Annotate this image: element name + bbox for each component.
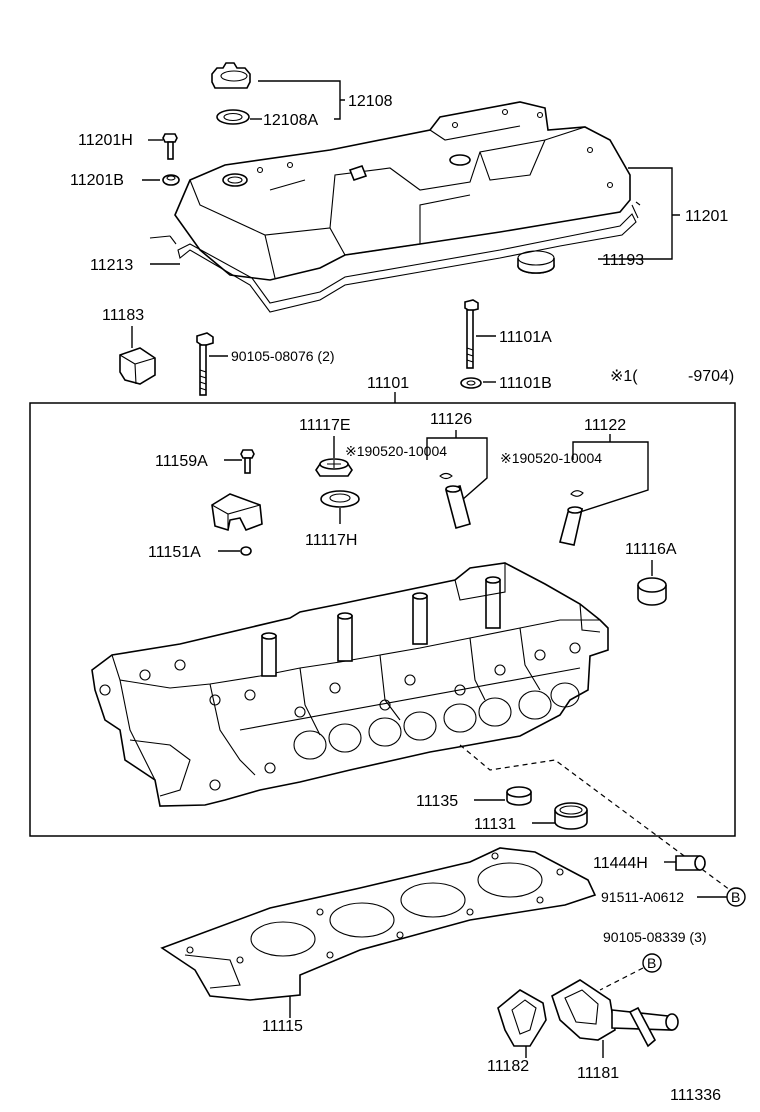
label-11135: 11135 [416,793,458,810]
label-11159a: 11159A [155,453,208,470]
label-190520-a: ※190520-10004 [345,443,447,459]
valve-guide-11126-icon [445,485,471,529]
gasket-11182-icon [497,989,547,1047]
label-11122: 11122 [584,417,626,434]
washer-11101b-icon [460,377,482,389]
valve-guide-11122-icon [559,506,584,546]
label-11117e: 11117E [299,417,351,434]
seal-11193-icon [517,250,555,274]
label-12108: 12108 [348,93,393,110]
label-190520-b: ※190520-10004 [500,450,602,466]
diagram-id: 111336 [670,1087,721,1104]
clip-190520-a-icon [439,472,453,480]
cylinder-head-icon [91,562,609,807]
bolt-11159a-icon [240,449,255,474]
note-range-end: -9704) [688,368,734,385]
label-11201h: 11201H [78,132,133,149]
label-11116a: 11116A [625,541,677,558]
label-11183: 11183 [102,307,144,324]
label-11115: 11115 [262,1018,303,1035]
label-11201: 11201 [685,208,728,225]
ref-b-circle-2: B [642,953,662,973]
seal-11135-icon [506,786,532,806]
water-outlet-11181-icon [551,979,679,1048]
head-bolt-holes [99,642,581,791]
stud-11444h-icon [675,855,706,871]
plug-11183-icon [119,347,156,385]
label-11193: 11193 [602,252,644,269]
cylinder-head-cover-icon [174,101,631,281]
label-11101: 11101 [367,375,409,392]
grommet-11201b-icon [162,174,180,186]
label-11151a: 11151A [148,544,201,561]
bolt-11101a-icon [464,299,479,369]
label-11444h: 11444H [593,855,648,872]
ref-b-label-2: B [647,955,656,971]
head-valve-lifters [261,576,501,677]
label-90105-08339: 90105-08339 (3) [603,929,707,945]
label-11213: 11213 [90,257,133,274]
label-11101a: 11101A [499,329,552,346]
label-11201b: 11201B [70,172,124,189]
gasket-11117h-icon [320,490,360,508]
label-11101b: 11101B [499,375,552,392]
clip-190520-b-icon [570,490,584,497]
head-chambers [293,682,580,760]
dowel-11151a-icon [240,546,252,556]
label-90105-08076: 90105-08076 (2) [231,348,335,364]
plug-11131-icon [554,802,588,830]
filler-cap-gasket-icon [216,109,250,125]
label-91511-a0612: 91511-A0612 [601,889,684,905]
ref-b-circle-1: B [726,887,746,907]
bolt-90105-08076-icon [196,332,214,396]
label-11181: 11181 [577,1065,619,1082]
bearing-cap-icon [211,493,263,532]
bolt-11201h-icon [162,133,178,160]
label-11182: 11182 [487,1058,529,1075]
label-11126: 11126 [430,411,472,428]
plug-11117e-icon [315,458,353,477]
label-11117h: 11117H [305,532,357,549]
label-11131: 11131 [474,816,516,833]
cylinder-head-assembly-box [29,402,736,837]
cover-gasket-icon [149,201,641,313]
oil-filler-cap-icon [211,62,251,89]
note-range-start: ※1( [610,368,638,385]
plug-11116a-icon [637,577,667,606]
label-12108a: 12108A [263,112,318,129]
ref-b-label-1: B [731,889,740,905]
dashed-reference-line [459,744,731,891]
head-gasket-icon [160,847,597,1001]
